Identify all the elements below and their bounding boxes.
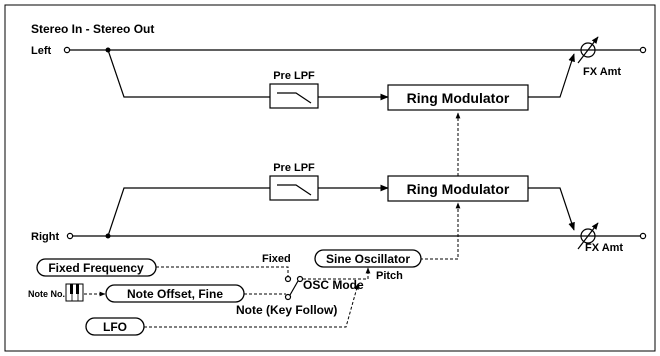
- switch-contact-note: [284, 293, 292, 301]
- lpf-curve-icon: [277, 92, 312, 104]
- right-wet-path: [107, 187, 270, 237]
- diagram-title: Stereo In - Stereo Out: [31, 22, 154, 36]
- lpf-curve-icon: [277, 184, 312, 196]
- pitch-label: Pitch: [376, 270, 403, 282]
- pre-lpf-top-box: [269, 83, 319, 109]
- note-no-label: Note No.: [28, 289, 65, 299]
- ring-modulator-bottom-box: [387, 175, 529, 202]
- sine-oscillator-box: [314, 249, 422, 268]
- pre-lpf-bottom-box: [269, 175, 319, 201]
- fx-amt-bottom-knob: [580, 228, 596, 244]
- fx-amt-bottom-label: FX Amt: [585, 242, 623, 254]
- osc-mode-label: OSC Mode: [303, 278, 364, 292]
- left-output-jack: [639, 46, 647, 54]
- osc-to-ring-bottom-dashed: [420, 202, 461, 260]
- switch-to-osc-pitch-dashed: [303, 267, 371, 280]
- pre-lpf-bottom-label: Pre LPF: [273, 162, 315, 174]
- fx-amt-top-knob: [580, 42, 596, 58]
- fx-amt-bottom-indicator: [577, 222, 599, 250]
- osc-mode-switch-lever: [289, 280, 299, 296]
- left-wet-path: [107, 49, 270, 98]
- right-input-label: Right: [31, 231, 59, 243]
- fx-amt-top-indicator: [577, 36, 599, 64]
- fixed-frequency-label: Fixed Frequency: [48, 261, 144, 275]
- ring-modulator-top-label: Ring Modulator: [407, 90, 510, 106]
- sine-oscillator-label: Sine Oscillator: [326, 252, 410, 266]
- keyboard-icon: [65, 283, 84, 302]
- left-input-jack: [63, 46, 71, 54]
- lfo-label: LFO: [103, 320, 127, 334]
- diagram-frame: [4, 4, 656, 352]
- fixed-label: Fixed: [262, 253, 291, 265]
- right-input-jack: [66, 232, 74, 240]
- switch-pivot: [296, 275, 304, 283]
- pre-lpf-top-label: Pre LPF: [273, 70, 315, 82]
- left-input-label: Left: [31, 45, 52, 57]
- note-key-follow-label: Note (Key Follow): [236, 303, 337, 317]
- fixed-frequency-line: [156, 266, 289, 276]
- note-offset-fine-label: Note Offset, Fine: [127, 287, 223, 301]
- ring-modulator-top-box: [387, 84, 529, 111]
- right-output-jack: [639, 232, 647, 240]
- lfo-to-pitch-dashed: [144, 283, 359, 328]
- fx-amt-top-label: FX Amt: [583, 66, 621, 78]
- ring-top-to-sum-arrow: [528, 53, 575, 98]
- switch-contact-fixed: [284, 275, 292, 283]
- ring-bottom-to-sum-arrow: [528, 187, 575, 231]
- ring-modulator-bottom-label: Ring Modulator: [407, 181, 510, 197]
